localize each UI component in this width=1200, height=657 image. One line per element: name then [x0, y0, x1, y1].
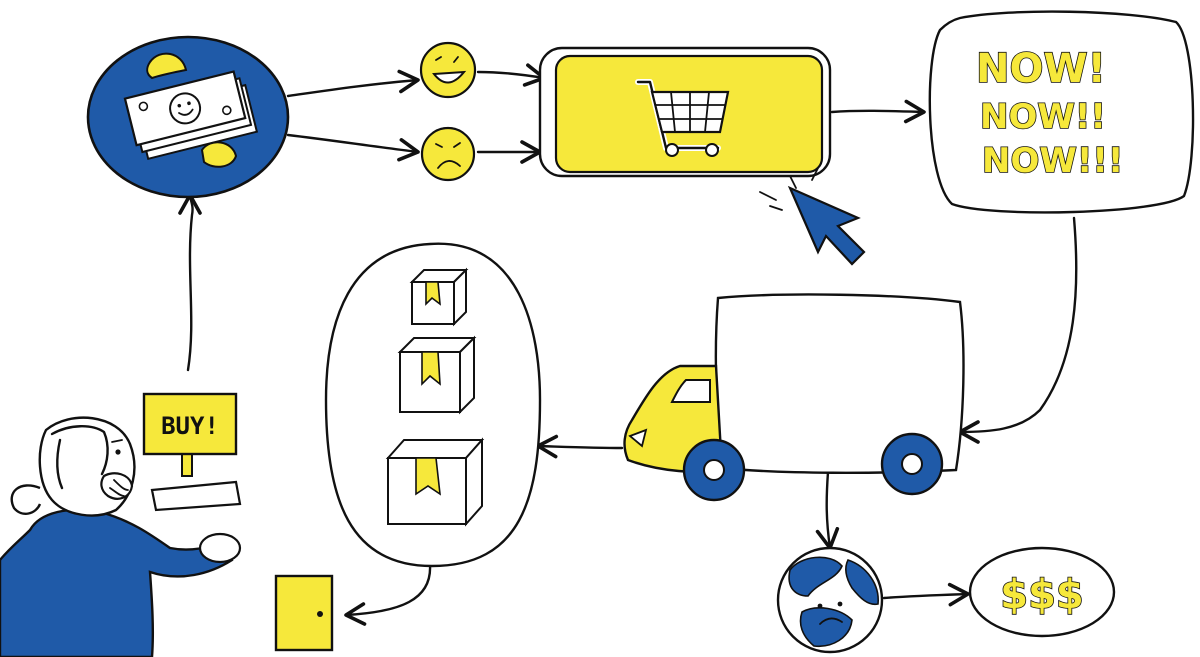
sad-face-icon	[420, 126, 476, 182]
shopper	[0, 416, 242, 657]
money-circle	[86, 35, 290, 199]
buy-screen-text: BUY!	[161, 412, 219, 440]
door-icon	[274, 574, 334, 652]
computer-monitor: BUY!	[142, 392, 238, 477]
shopping-cart-button	[538, 46, 832, 178]
money-bubble: $$$	[968, 546, 1116, 638]
mouse-cursor-icon	[759, 167, 866, 266]
happy-face-icon	[419, 41, 477, 99]
urgency-text-1: NOW!	[976, 46, 1106, 92]
money-with-wings-icon	[123, 52, 259, 168]
urgency-bubble: NOW! NOW!! NOW!!!	[928, 10, 1195, 214]
money-text: $$$	[1000, 572, 1084, 618]
package-icon-large	[385, 437, 485, 527]
urgency-text-3: NOW!!!	[982, 141, 1123, 181]
delivery-truck-icon	[623, 293, 965, 502]
urgency-text-2: NOW!!	[980, 97, 1106, 137]
sad-earth-icon	[776, 546, 884, 654]
keyboard	[150, 480, 242, 512]
connector-arrows	[178, 63, 1078, 626]
shopping-cart-icon	[635, 79, 730, 157]
package-icon-medium	[397, 335, 477, 415]
package-icon-small	[409, 267, 469, 327]
packages-bubble	[324, 242, 542, 568]
